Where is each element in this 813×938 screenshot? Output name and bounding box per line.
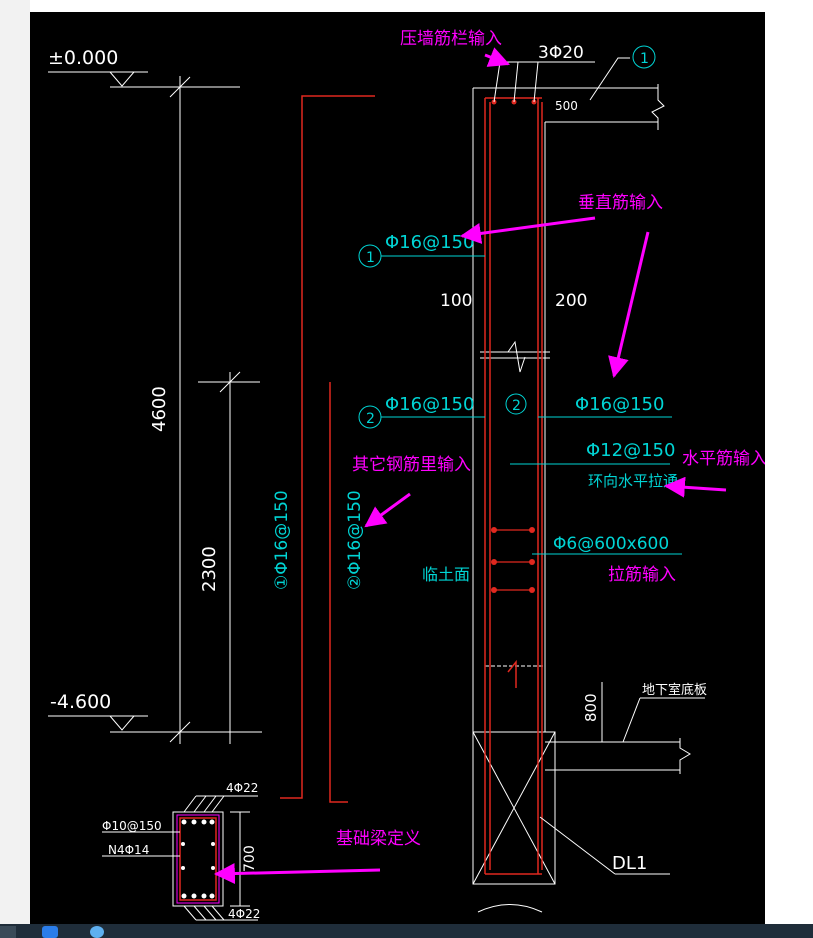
taskbar [0,924,813,938]
rebar-dots [491,99,537,593]
marker-1-left-text: 1 [366,250,375,266]
rebar-vertical-label-2: ②Φ16@150 [345,490,365,590]
level-bottom-label: -4.600 [50,691,111,713]
blue-app-icon[interactable] [42,926,58,938]
app-icon[interactable] [0,926,16,938]
dim-total-height: 4600 [149,386,170,432]
wall-rebar [484,97,543,875]
dim-beam-height: 700 [242,845,258,872]
level-top-label: ±0.000 [48,47,118,69]
rebar-horizontal: Φ12@150 [586,440,675,461]
rebar-vertical-2-right: Φ16@150 [575,394,664,415]
rebar-vertical-2-left: Φ16@150 [385,394,474,415]
rebar-elevation-1 [280,95,375,803]
rebar-vertical-1: Φ16@150 [385,232,474,253]
leader-dl1 [539,816,616,875]
annotation-tie-input: 拉筋输入 [608,565,676,585]
top-bars-leader [493,57,630,103]
left-margin [0,0,30,924]
leader-slab [622,697,641,743]
rebar-vertical-label-1: ①Φ16@150 [272,490,292,590]
marker-2-center [505,393,527,415]
beam-bottom-bars: 4Φ22 [228,907,260,921]
tie-lines [494,529,532,591]
annotation-top-bar-input: 压墙筋栏输入 [400,29,502,49]
label-beam-id: DL1 [612,853,647,874]
marker-1-top [632,45,656,69]
rebar-tie: Φ6@600x600 [553,534,669,554]
annotation-horizontal-input: 水平筋输入 [682,449,765,469]
level-marks [48,71,262,733]
dim-left-offset: 100 [440,291,472,311]
marker-2-left-text: 2 [366,411,375,427]
rebar-horizontal-note: 环向水平拉通 [588,472,678,490]
right-margin [765,0,813,924]
beam-top-bars: 4Φ22 [226,781,258,795]
dim-lower-height: 2300 [199,546,220,592]
height-dimension-lines [169,76,260,744]
dim-slab-width: 500 [555,99,578,113]
browser-icon[interactable] [90,926,104,938]
beam-section [102,795,258,921]
dim-floor-offset: 800 [582,693,600,722]
dim-right-offset: 200 [555,291,587,311]
annotation-arrows [213,47,727,885]
marker-2-center-text: 2 [512,398,521,414]
rebar-top-bars: 3Φ20 [538,43,584,63]
beam-side-bars: N4Φ14 [108,843,149,857]
beam-stirrup: Φ10@150 [102,819,162,833]
annotation-beam-definition: 基础梁定义 [336,829,421,849]
annotation-other-rebar-input: 其它钢筋里输入 [352,455,471,475]
annotation-vertical-input: 垂直筋输入 [578,193,663,213]
marker-1-top-text: 1 [640,51,649,67]
label-basement-slab: 地下室底板 [642,682,707,698]
cad-drawing-canvas[interactable]: ±0.000 -4.600 4600 2300 ①Φ16@150 ②Φ16@15… [30,12,767,924]
label-soil-face: 临土面 [422,565,470,584]
